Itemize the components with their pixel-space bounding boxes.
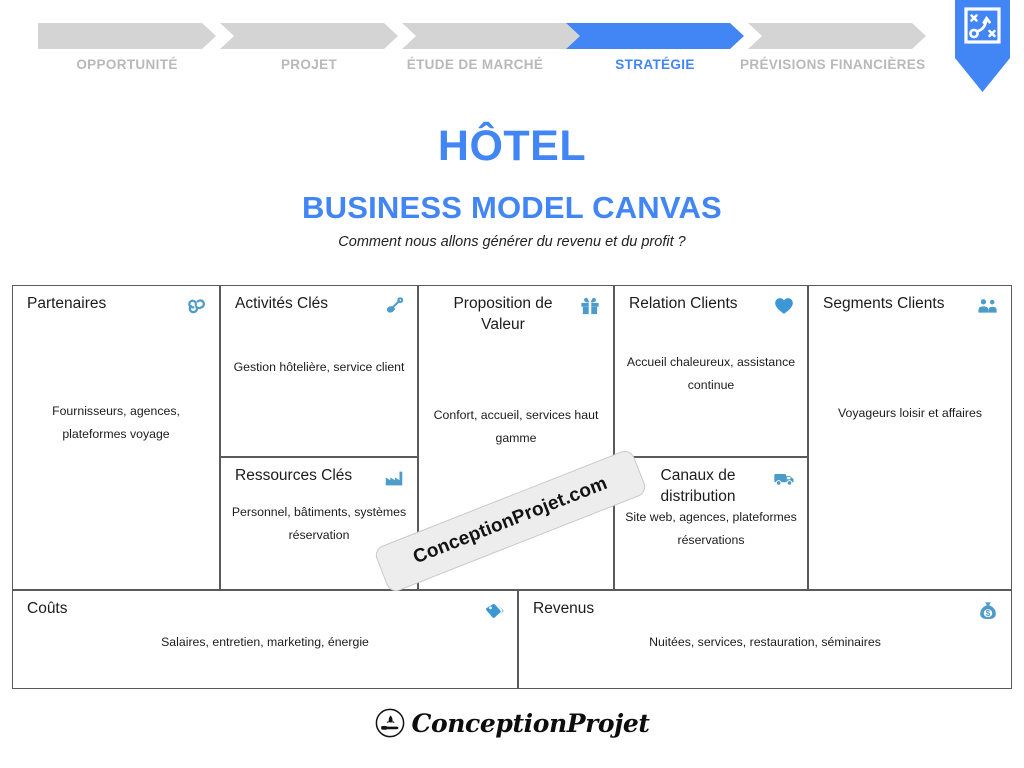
canvas-block-customer-relationships[interactable]: Relation Clients Accueil chaleureux, ass…: [614, 285, 808, 457]
heart-icon: [775, 298, 793, 314]
factory-icon: [385, 471, 403, 486]
money-bag-icon: $: [980, 602, 996, 620]
block-text: Personnel, bâtiments, systèmes réservati…: [231, 505, 407, 542]
block-header: Activités Clés: [221, 294, 417, 317]
delivery-truck-icon: [774, 473, 794, 486]
chain-link-icon: [188, 299, 205, 314]
canvas-block-cost-structure[interactable]: Coûts Salaires, entretien, marketing, én…: [12, 590, 518, 689]
block-title: Ressources Clés: [235, 467, 353, 484]
block-text: Gestion hôtelière, service client: [233, 360, 405, 374]
block-text: Site web, agences, plateformes réservati…: [625, 510, 797, 547]
canvas-block-channels[interactable]: Canaux de distribution Site web, agences…: [614, 457, 808, 590]
svg-text:$: $: [986, 609, 991, 618]
block-header: Relation Clients: [615, 294, 807, 317]
block-title: Relation Clients: [629, 295, 738, 312]
block-text: Fournisseurs, agences, plateformes voyag…: [52, 404, 180, 441]
step-chevron-opportunite[interactable]: [38, 23, 216, 49]
block-header: Revenus $: [519, 599, 1011, 622]
block-text: Nuitées, services, restauration, séminai…: [649, 635, 881, 649]
block-title: Revenus: [533, 600, 595, 617]
block-header: Coûts: [13, 599, 517, 622]
block-title: Partenaires: [27, 295, 107, 312]
block-text: Voyageurs loisir et affaires: [838, 406, 982, 420]
block-title: Proposition de Valeur: [453, 295, 553, 333]
page-title: HÔTEL: [437, 122, 587, 170]
gift-box-icon: [581, 297, 599, 315]
block-header: Proposition de Valeur: [419, 294, 613, 335]
block-text: Accueil chaleureux, assistance continue: [626, 355, 796, 392]
footer-brand: ConceptionProjet: [411, 708, 650, 738]
step-label-strategie[interactable]: STRATÉGIE: [615, 57, 695, 72]
block-header: Partenaires: [13, 294, 219, 317]
hand-rocket-circle-icon: [375, 708, 404, 738]
process-stepper: OPPORTUNITÉ PROJET ÉTUDE DE MARCHÉ STRAT…: [0, 0, 1024, 100]
page-tagline: Comment nous allons générer du revenu et…: [338, 234, 686, 251]
step-chevron-etude-de-marche[interactable]: [402, 23, 580, 49]
block-header: Segments Clients: [809, 294, 1011, 317]
business-model-canvas: Partenaires Fournisseurs, agences, plate…: [12, 285, 1012, 689]
title-block: HÔTEL BUSINESS MODEL CANVAS Comment nous…: [0, 122, 1024, 251]
block-title: Activités Clés: [235, 295, 329, 312]
block-header: Canaux de distribution: [615, 466, 807, 507]
canvas-block-partners[interactable]: Partenaires Fournisseurs, agences, plate…: [12, 285, 220, 590]
step-label-projet[interactable]: PROJET: [280, 57, 338, 72]
strategy-board-icon: [955, 0, 1010, 92]
footer-logo: ConceptionProjet: [0, 708, 1024, 738]
shovel-icon: [386, 297, 404, 313]
price-tag-icon: [486, 603, 504, 618]
block-text: Salaires, entretien, marketing, énergie: [161, 635, 369, 649]
step-label-previsions-financieres[interactable]: PRÉVISIONS FINANCIÈRES: [740, 57, 926, 72]
block-text: Confort, accueil, services haut gamme: [433, 408, 599, 445]
step-chevron-previsions-financieres[interactable]: [748, 23, 926, 49]
step-label-opportunite[interactable]: OPPORTUNITÉ: [76, 57, 178, 72]
block-header: Ressources Clés: [221, 466, 417, 489]
block-title: Segments Clients: [823, 295, 945, 312]
canvas-block-revenue-streams[interactable]: Revenus $ Nuitées, services, restauratio…: [518, 590, 1012, 689]
canvas-block-customer-segments[interactable]: Segments Clients Voyageurs loisir et aff…: [808, 285, 1012, 590]
block-title: Canaux de distribution: [660, 467, 736, 505]
canvas-block-key-activities[interactable]: Activités Clés Gestion hôtelière, servic…: [220, 285, 418, 457]
users-group-icon: [978, 299, 997, 313]
step-label-etude-de-marche[interactable]: ÉTUDE DE MARCHÉ: [406, 57, 544, 72]
block-title: Coûts: [27, 600, 68, 617]
step-chevron-strategie[interactable]: [566, 23, 744, 49]
step-chevron-projet[interactable]: [220, 23, 398, 49]
page-subtitle: BUSINESS MODEL CANVAS: [302, 190, 722, 226]
